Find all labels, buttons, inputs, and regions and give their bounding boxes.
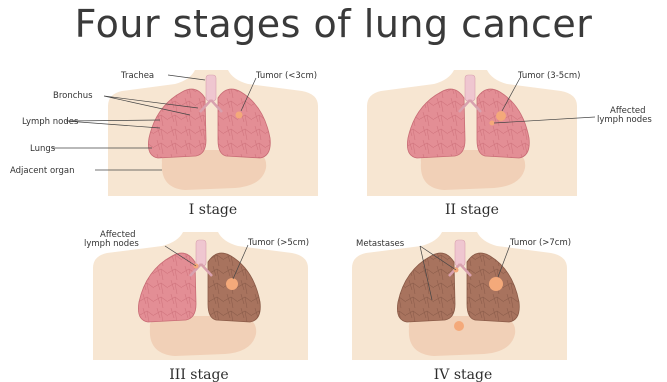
label-tumor: Tumor (>7cm) xyxy=(509,238,571,248)
label-tumor: Tumor (3-5cm) xyxy=(517,71,580,81)
label-lymph-nodes: Lymph nodes xyxy=(22,117,79,127)
panel-stage-1: Trachea Bronchus Lymph nodes Lungs Adjac… xyxy=(10,70,318,218)
stage-label-4: IV stage xyxy=(434,367,493,382)
label-trachea: Trachea xyxy=(120,71,154,81)
label-metastases: Metastases xyxy=(356,239,405,249)
lymph-node-mark xyxy=(490,121,495,126)
label-lymph-nodes: lymph nodes xyxy=(84,239,139,249)
panel-stage-3: Affected lymph nodes Tumor (>5cm) III st… xyxy=(84,230,309,382)
stage-label-1: I stage xyxy=(189,202,237,218)
trachea xyxy=(206,75,216,101)
tumor-mark xyxy=(496,111,506,121)
adjacent-organ xyxy=(150,316,256,356)
stage-label-3: III stage xyxy=(169,367,228,382)
tumor-mark xyxy=(226,278,238,290)
tumor-mark xyxy=(489,277,503,291)
label-tumor: Tumor (<3cm) xyxy=(255,71,317,81)
label-tumor: Tumor (>5cm) xyxy=(247,238,309,248)
trachea xyxy=(465,75,475,101)
metastasis-mark xyxy=(454,321,464,331)
label-lungs: Lungs xyxy=(30,144,56,154)
trachea xyxy=(455,240,465,266)
tumor-mark xyxy=(236,112,243,119)
panel-stage-2: Tumor (3-5cm) Affected lymph nodes II st… xyxy=(367,70,652,218)
label-adjacent-organ: Adjacent organ xyxy=(10,166,75,176)
trachea xyxy=(196,240,206,266)
stage-label-2: II stage xyxy=(445,202,499,218)
panel-stage-4: Metastases Tumor (>7cm) IV stage xyxy=(352,232,571,382)
label-bronchus: Bronchus xyxy=(53,91,93,101)
label-lymph-nodes: lymph nodes xyxy=(597,115,652,125)
